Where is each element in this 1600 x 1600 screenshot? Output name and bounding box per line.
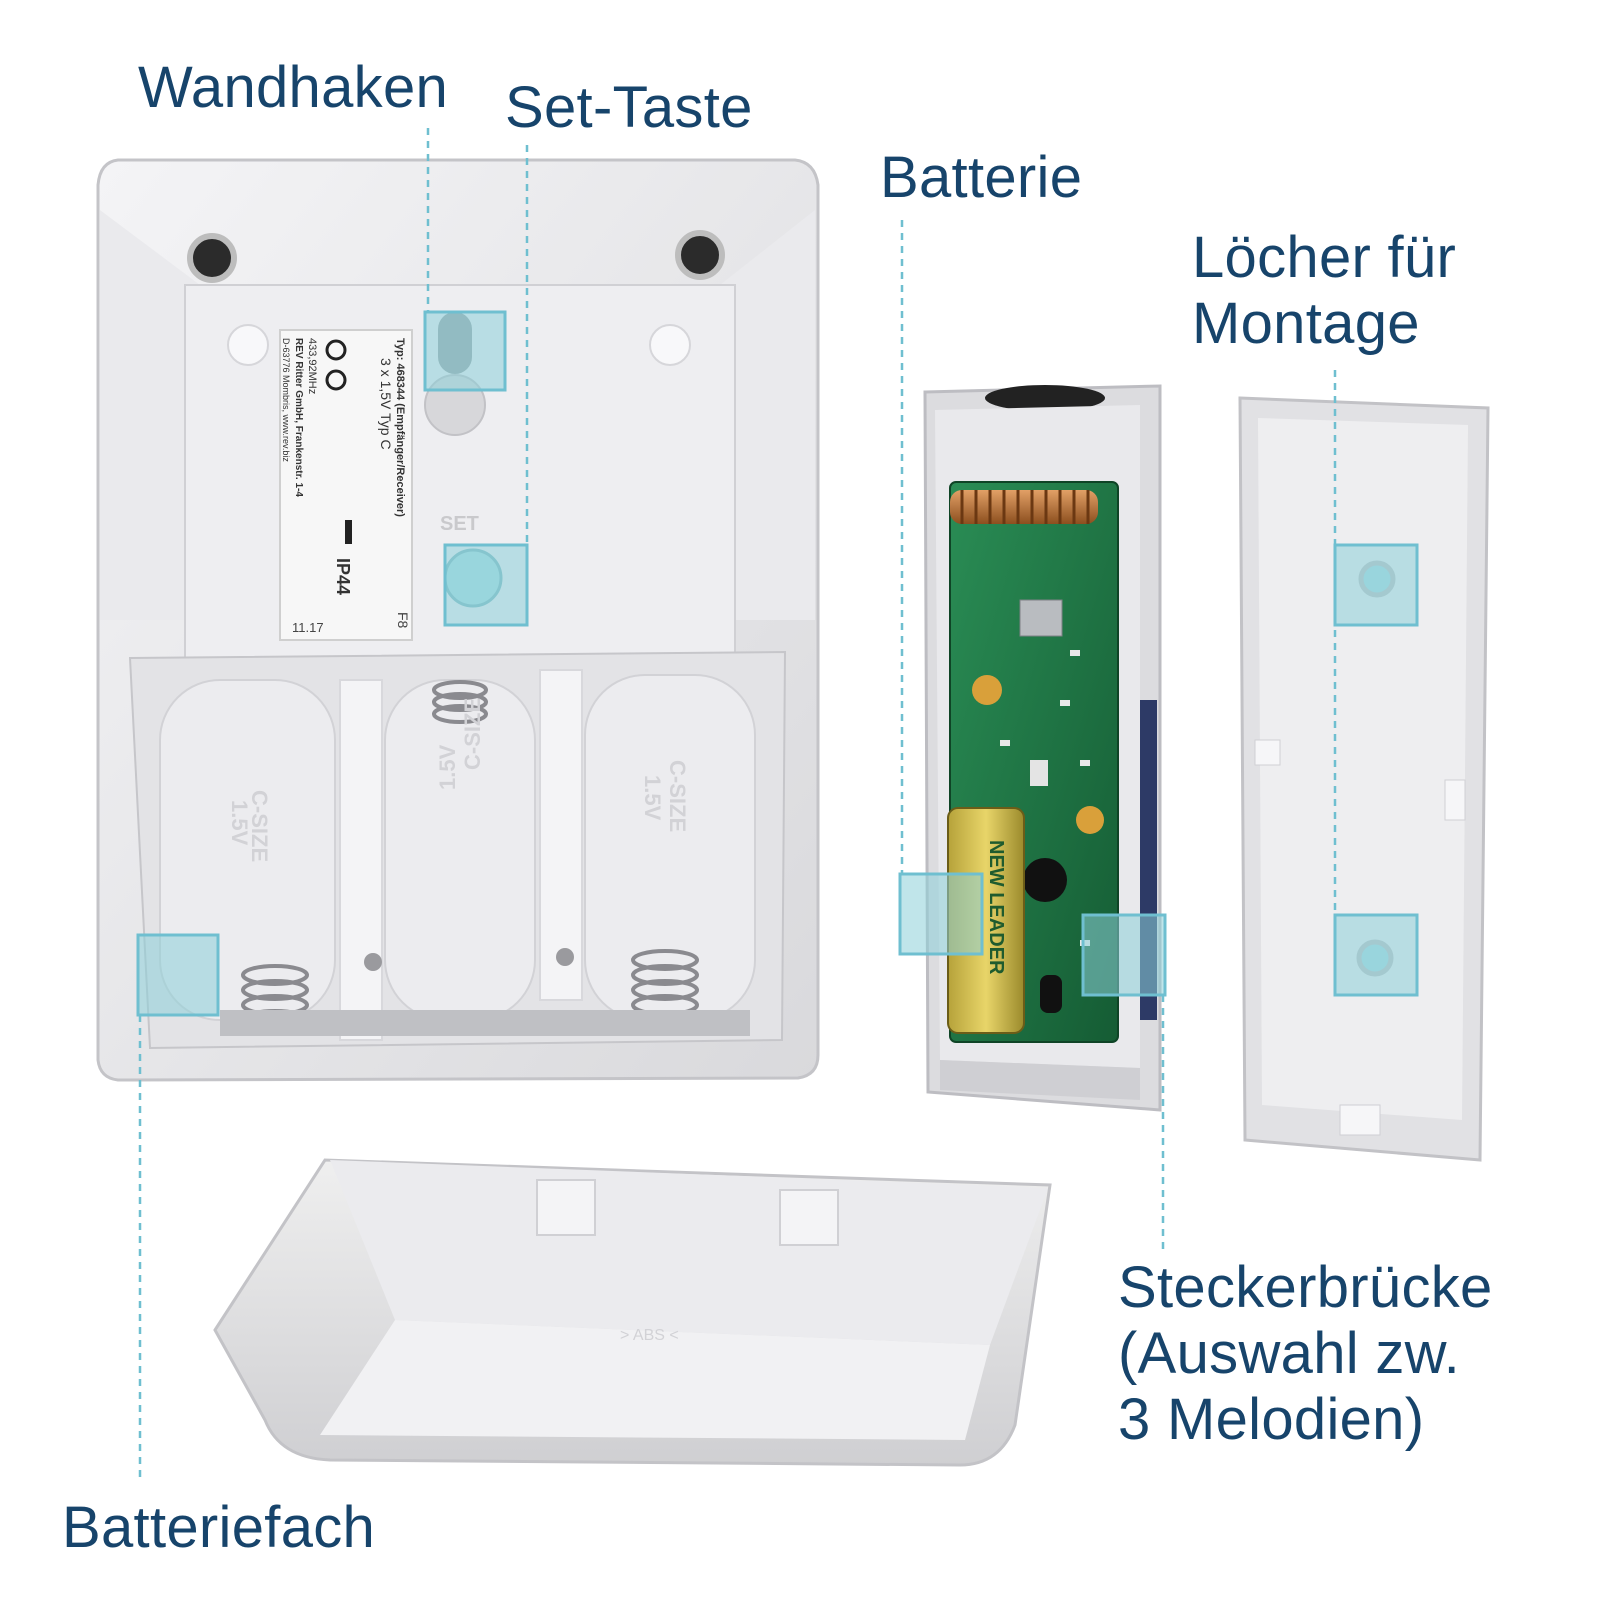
highlight-batteriefach xyxy=(136,933,220,1017)
label-batterie: Batterie xyxy=(880,145,1083,210)
callout-leader-lines xyxy=(138,128,1337,1480)
screw-hole-left xyxy=(187,233,237,283)
battery-compartment: C-SIZE 1.5V C-SIZE 1.5V C-SIZE 1.5V xyxy=(128,650,787,1050)
cover-material-text: > ABS < xyxy=(620,1327,679,1344)
cell-size-text-2: C-SIZE xyxy=(460,698,485,770)
highlight-set-taste xyxy=(443,543,529,627)
label-company: REV Ritter GmbH, Frankenstr. 1-4 xyxy=(293,338,304,497)
receiver-housing: SET Typ: 468344 (Empfänger/Receiver) 3 x… xyxy=(96,158,820,1082)
product-label-sticker: Typ: 468344 (Empfänger/Receiver) 3 x 1,5… xyxy=(279,329,413,641)
cell-voltage-text-2: 1.5V xyxy=(435,744,460,790)
battery-cover: > ABS < xyxy=(213,1158,1052,1467)
label-date: 11.17 xyxy=(292,620,324,635)
label-wandhaken: Wandhaken xyxy=(138,55,449,120)
label-set-taste: Set-Taste xyxy=(505,75,753,140)
label-ip: IP44 xyxy=(333,558,353,595)
highlight-loch-unten xyxy=(1333,913,1419,997)
cell-size-text-1: C-SIZE xyxy=(247,790,272,862)
cell-voltage-text-1: 1.5V xyxy=(227,800,252,846)
battery-brand-text: NEW LEADER xyxy=(985,840,1007,975)
callout-highlights xyxy=(136,310,1419,1017)
label-loecher: Löcher für Montage xyxy=(1192,225,1457,356)
label-battery: 3 x 1,5V Typ C xyxy=(378,358,394,450)
highlight-wandhaken xyxy=(423,310,507,392)
cell-size-text-3: C-SIZE xyxy=(665,760,690,832)
label-address: D-63776 Mombris, www.rev.biz xyxy=(281,338,291,462)
highlight-steckerbruecke xyxy=(1081,913,1167,997)
transmitter-back-shell xyxy=(1238,396,1490,1162)
battery-icon: NEW LEADER xyxy=(947,807,1025,1034)
label-steckerbruecke: Steckerbrücke (Auswahl zw. 3 Melodien) xyxy=(1118,1255,1493,1452)
label-frequency: 433,92MHz xyxy=(306,338,318,394)
label-code: F8 xyxy=(395,612,411,629)
highlight-batterie xyxy=(898,872,984,956)
transmitter-open: NEW LEADER xyxy=(923,384,1162,1112)
screw-hole-right xyxy=(675,230,725,280)
label-batteriefach: Batteriefach xyxy=(62,1495,376,1560)
antenna-coil-icon xyxy=(950,490,1098,524)
ce-mark-icon xyxy=(325,339,347,391)
weee-bar-icon xyxy=(345,520,352,544)
set-button-text: SET xyxy=(440,513,479,535)
label-typ: Typ: 468344 (Empfänger/Receiver) xyxy=(394,338,406,517)
highlight-loch-oben xyxy=(1333,543,1419,627)
button-cap xyxy=(985,385,1105,411)
cell-voltage-text-3: 1.5V xyxy=(640,775,665,821)
